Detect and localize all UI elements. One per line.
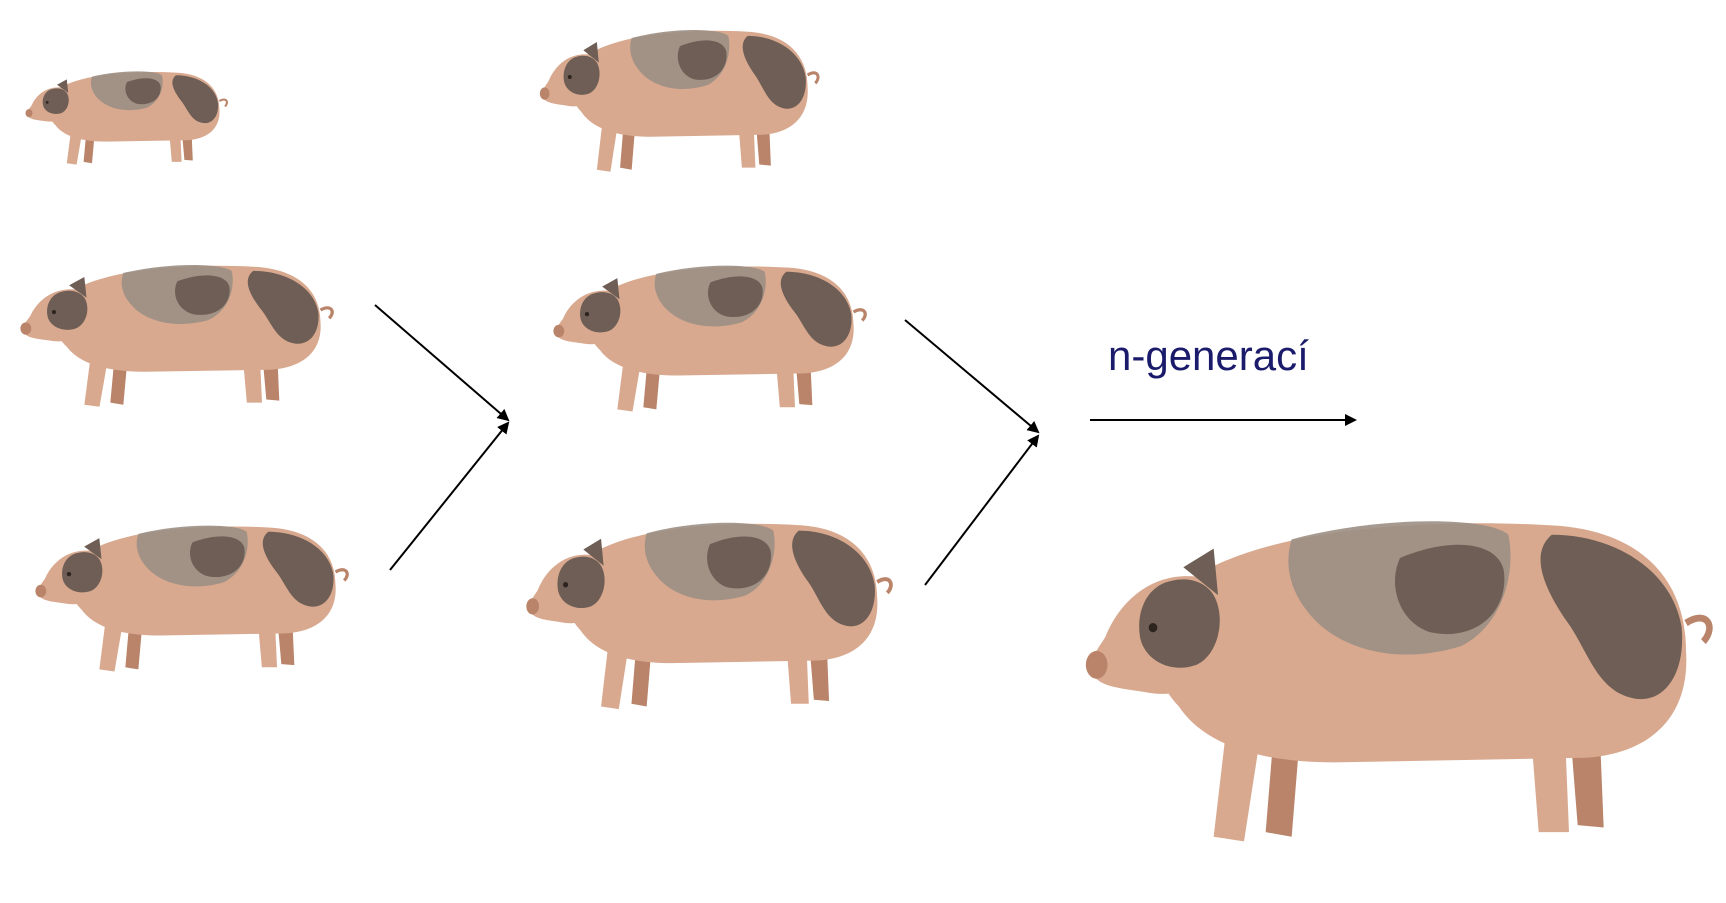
pig-gen0-small [22,55,232,170]
pig-icon [553,265,867,412]
pig-icon [35,525,349,672]
pig-icon [1085,521,1713,842]
pig-gen0-a [15,240,340,415]
n-generations-label: n-generací [1108,332,1309,379]
pig-gen1-c [520,490,900,720]
pig-gen1-b [548,240,873,420]
arrow-gen1c-to-final [924,434,1040,586]
pig-icon [25,71,228,165]
arrow-gen0b-to-gen1 [389,421,510,571]
pig-icon [526,522,893,710]
pig-gen0-b [30,500,355,680]
pig-final-large [1075,465,1725,860]
pig-icon [20,264,334,407]
pig-gen1-a [535,5,825,180]
arrow-gen0a-to-gen1 [374,304,510,422]
arrow-gen1b-to-final [904,319,1040,434]
pig-icon [539,29,820,172]
